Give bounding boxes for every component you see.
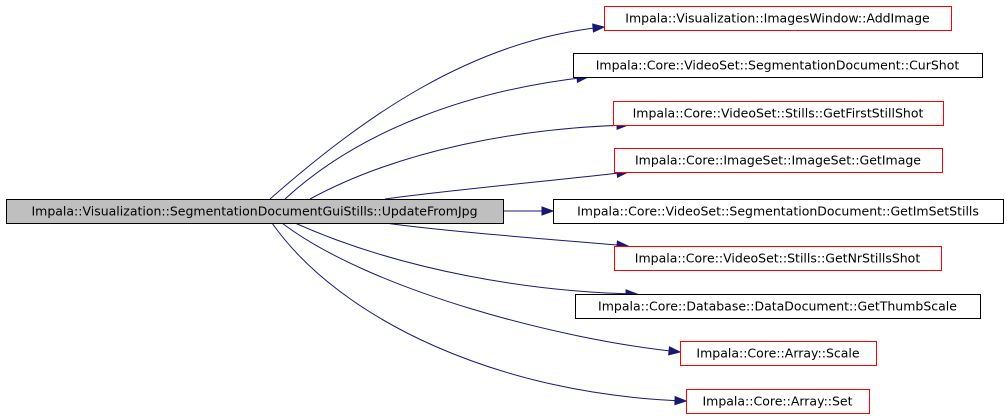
callee-function-node[interactable]: Impala::Visualization::ImagesWindow::Add… [604, 6, 952, 31]
callee-function-node[interactable]: Impala::Core::Database::DataDocument::Ge… [575, 294, 981, 319]
node-label: Impala::Core::Array::Scale [696, 346, 859, 361]
arrowhead [592, 23, 606, 33]
callee-function-node[interactable]: Impala::Core::VideoSet::SegmentationDocu… [573, 53, 983, 78]
node-box [6, 199, 504, 224]
call-edge [384, 171, 629, 200]
nodes-layer: Impala::Visualization::SegmentationDocum… [6, 6, 1004, 414]
node-label: Impala::Core::Array::Set [702, 394, 852, 409]
callee-function-node[interactable]: Impala::Core::ImageSet::ImageSet::GetIma… [614, 148, 943, 173]
node-label: Impala::Visualization::ImagesWindow::Add… [625, 11, 930, 26]
callee-function-node[interactable]: Impala::Core::Array::Set [686, 389, 870, 414]
node-box [686, 389, 870, 414]
callee-function-node[interactable]: Impala::Core::VideoSet::Stills::GetNrSti… [614, 246, 942, 271]
call-edge [294, 222, 638, 295]
arrowhead [541, 206, 555, 216]
call-edge [284, 76, 589, 200]
node-box [680, 341, 877, 366]
node-label: Impala::Core::VideoSet::SegmentationDocu… [596, 58, 960, 73]
callee-function-node[interactable]: Impala::Core::VideoSet::SegmentationDocu… [553, 199, 1004, 224]
callee-function-node[interactable]: Impala::Core::VideoSet::Stills::GetFirst… [613, 101, 944, 126]
node-label: Impala::Core::ImageSet::ImageSet::GetIma… [635, 153, 921, 168]
call-edge [269, 26, 605, 200]
call-edge [281, 222, 681, 353]
source-function-node[interactable]: Impala::Visualization::SegmentationDocum… [6, 199, 504, 224]
edges-layer [269, 23, 688, 406]
node-label: Impala::Visualization::SegmentationDocum… [31, 204, 477, 219]
node-box [575, 294, 981, 319]
arrowhead [668, 346, 682, 356]
node-box [553, 199, 1004, 224]
node-label: Impala::Core::Database::DataDocument::Ge… [598, 299, 957, 314]
node-label: Impala::Core::VideoSet::Stills::GetNrSti… [635, 251, 921, 266]
arrowhead [674, 395, 688, 406]
node-box [614, 246, 942, 271]
call-edge [271, 222, 687, 402]
node-label: Impala::Core::VideoSet::Stills::GetFirst… [633, 106, 924, 121]
node-box [604, 6, 952, 31]
node-box [614, 148, 943, 173]
node-box [573, 53, 983, 78]
call-edge [309, 124, 629, 200]
callee-function-node[interactable]: Impala::Core::Array::Scale [680, 341, 877, 366]
call-edge [384, 222, 629, 247]
node-box [613, 101, 944, 126]
node-label: Impala::Core::VideoSet::SegmentationDocu… [577, 204, 979, 219]
